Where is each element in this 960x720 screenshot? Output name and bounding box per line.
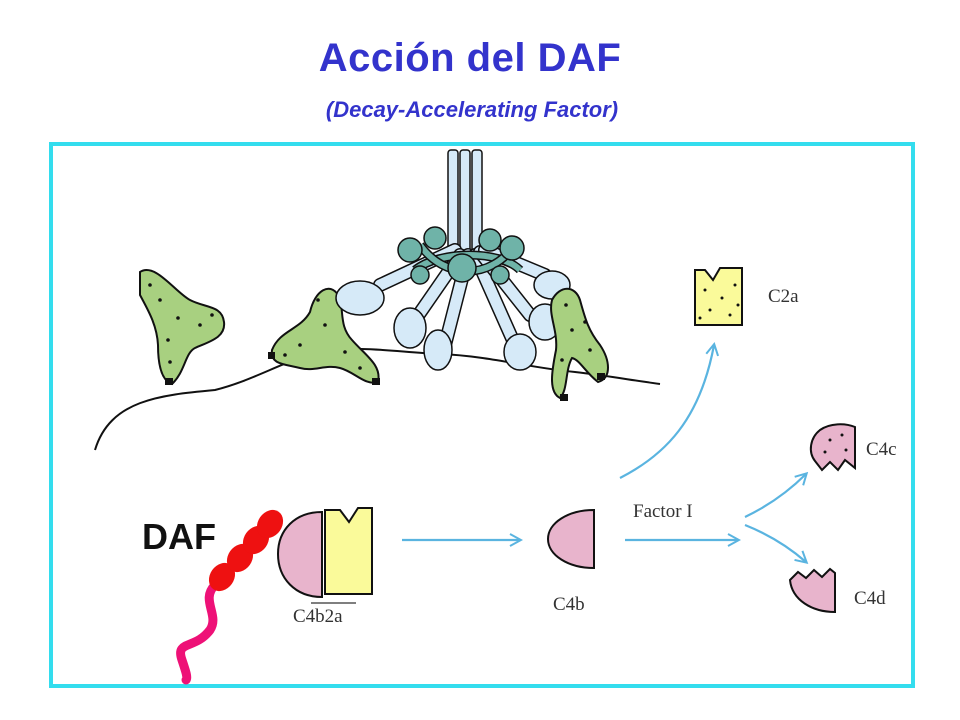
c4b2a-complex (276, 507, 373, 599)
arrow-to-c4c (744, 474, 806, 518)
label-c2a: C2a (768, 286, 799, 307)
label-c4b2a: C4b2a (293, 606, 343, 627)
label-c4c: C4c (866, 439, 897, 460)
cell-membrane (94, 347, 661, 451)
c1-complex (397, 226, 525, 285)
label-c4d: C4d (854, 588, 886, 609)
arrow-to-c4d (744, 523, 806, 562)
label-c4b: C4b (553, 594, 585, 615)
c2a-fragment (694, 267, 743, 326)
arrow-to-c2a (619, 345, 714, 479)
page-title: Acción del DAF (318, 36, 622, 80)
antigen-2 (268, 287, 380, 385)
c4c-fragment (809, 423, 856, 472)
antigen-3 (550, 287, 609, 401)
daf-molecule (176, 509, 284, 685)
antigen-1 (139, 269, 226, 386)
c4b-fragment (546, 508, 595, 570)
label-daf: DAF (142, 516, 216, 557)
label-factor-i: Factor I (633, 501, 693, 522)
c4d-fragment (788, 567, 836, 614)
page-subtitle: (Decay-Accelerating Factor) (325, 97, 619, 122)
